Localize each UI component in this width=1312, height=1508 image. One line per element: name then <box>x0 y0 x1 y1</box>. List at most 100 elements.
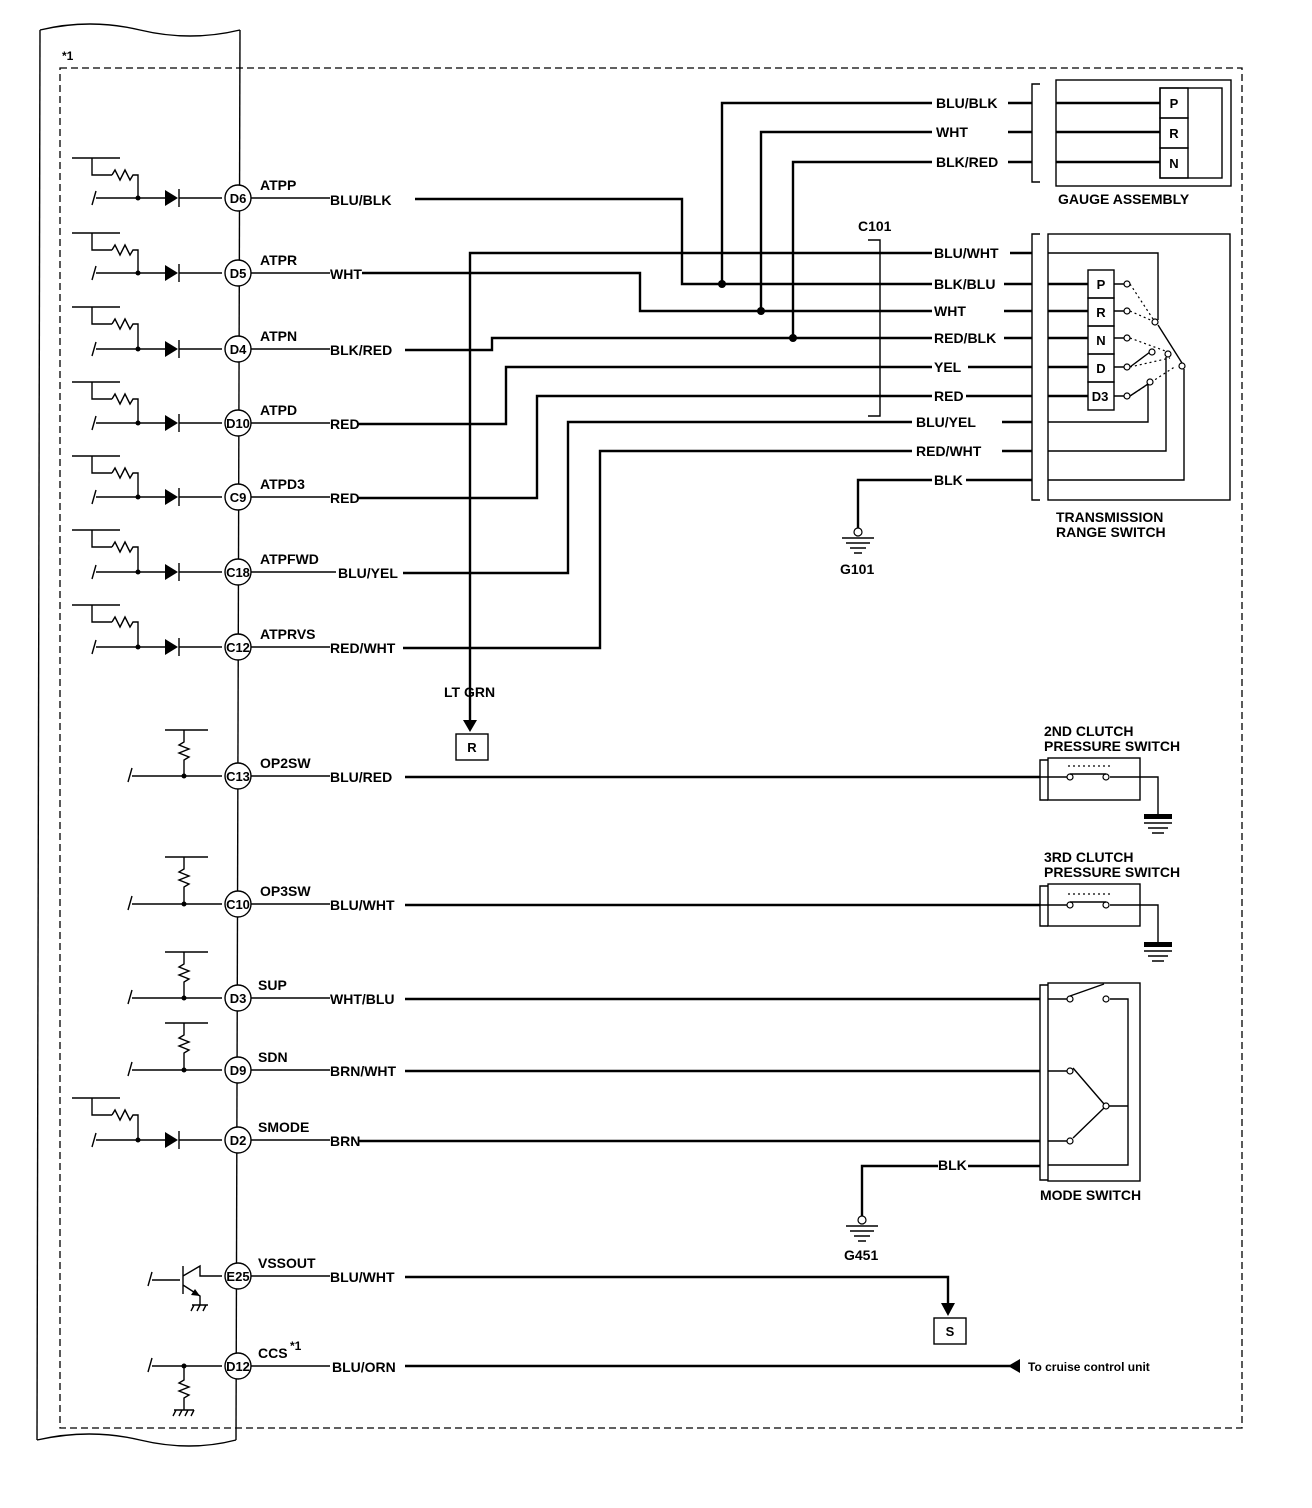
wire-color-label: RED <box>330 490 360 506</box>
wire-color-label: BLU/ORN <box>332 1359 396 1375</box>
position-n: N <box>1169 156 1178 171</box>
gauge-assembly: P R N GAUGE ASSEMBLY <box>1031 79 1232 207</box>
pin-label: D5 <box>230 266 247 281</box>
pin-label: D3 <box>230 991 247 1006</box>
pin-label: D2 <box>230 1133 247 1148</box>
component-label-line2: RANGE SWITCH <box>1056 524 1166 540</box>
ecu-diode-circuit <box>72 604 222 656</box>
wire-color-label: WHT <box>936 124 968 140</box>
ecu-section <box>36 23 241 1447</box>
ecu-pin-e25: E25 VSSOUT BLU/WHT <box>224 1255 395 1290</box>
pin-label: D4 <box>230 342 247 357</box>
ecu-pin-c18: C18 ATPFWD BLU/YEL <box>224 551 398 586</box>
ecu-pin-d12: D12 CCS *1 BLU/ORN <box>224 1339 396 1380</box>
ecu-pin-bus <box>235 29 241 1441</box>
signal-label: OP2SW <box>260 755 311 771</box>
wire-color-label: BLU/YEL <box>338 565 398 581</box>
wire-color-label: BRN <box>330 1133 360 1149</box>
ecu-diode-circuit <box>72 306 222 358</box>
wire-color-label: BLU/BLK <box>936 95 997 111</box>
cruise-label: To cruise control unit <box>1028 1360 1150 1374</box>
ecu-diode-circuit <box>72 232 222 282</box>
note-boundary <box>59 67 1243 1429</box>
connector-label: C101 <box>858 218 892 234</box>
component-label-line1: 3RD CLUTCH <box>1044 849 1133 865</box>
signal-label: SDN <box>258 1049 288 1065</box>
wire-color-label: WHT/BLU <box>330 991 395 1007</box>
signal-label: VSSOUT <box>258 1255 316 1271</box>
position-p: P <box>1097 277 1106 292</box>
mode-switch: MODE SWITCH <box>1039 982 1141 1203</box>
pin-label: C13 <box>226 769 250 784</box>
clutch-pressure-switch-2nd: 2ND CLUTCH PRESSURE SWITCH <box>1039 723 1180 834</box>
component-label-line1: 2ND CLUTCH <box>1044 723 1133 739</box>
component-label: MODE SWITCH <box>1040 1187 1141 1203</box>
ecu-diode-circuit <box>72 455 222 506</box>
link-label: R <box>467 740 477 755</box>
link-label: S <box>946 1324 955 1339</box>
connector-c101: C101 <box>858 218 892 417</box>
cruise-link: To cruise control unit <box>1008 1359 1150 1374</box>
signal-label: ATPN <box>260 328 297 344</box>
signal-label: SUP <box>258 977 287 993</box>
wire-color-label: BLK <box>934 472 963 488</box>
lt-grn-link: LT GRN R <box>444 684 495 761</box>
signal-label: SMODE <box>258 1119 309 1135</box>
wire-color-label: RED/WHT <box>916 443 982 459</box>
ecu-ccs-circuit <box>147 1357 222 1417</box>
ecu-pullup-circuit <box>127 951 222 1005</box>
wire-color-label: BLU/BLK <box>330 192 391 208</box>
component-label-line2: PRESSURE SWITCH <box>1044 864 1180 880</box>
position-r: R <box>1169 126 1179 141</box>
ground-label: G101 <box>840 561 874 577</box>
position-r: R <box>1096 305 1106 320</box>
wire-color-label: RED <box>330 416 360 432</box>
wire-color-label: BLU/WHT <box>934 245 999 261</box>
component-leads <box>966 101 1032 482</box>
ecu-pin-d6: D6 ATPP BLU/BLK <box>224 177 391 212</box>
ecu-note-marker: *1 <box>62 49 74 63</box>
pin-label: C9 <box>230 490 247 505</box>
ecu-pin-d5: D5 ATPR WHT <box>224 252 362 287</box>
trs-wire-labels: BLU/WHT BLK/BLU WHT RED/BLK YEL RED BLU/… <box>916 245 999 488</box>
pin-label: D9 <box>230 1063 247 1078</box>
ecu-diode-circuit <box>72 1097 222 1149</box>
position-d: D <box>1096 361 1105 376</box>
signal-label: ATPD <box>260 402 297 418</box>
ecu-pin-d2: D2 SMODE BRN <box>224 1119 360 1154</box>
clutch-pressure-switch-3rd: 3RD CLUTCH PRESSURE SWITCH <box>1039 849 1180 962</box>
ecu-transistor-circuit <box>147 1264 222 1312</box>
wire-color-label: BRN/WHT <box>330 1063 397 1079</box>
wire-color-label: RED <box>934 388 964 404</box>
signal-label: OP3SW <box>260 883 311 899</box>
pin-label: D10 <box>226 416 250 431</box>
gauge-wire-labels: BLU/BLK WHT BLK/RED <box>936 95 998 170</box>
ecu-top-break <box>39 23 241 37</box>
ecu-left-edge <box>36 29 41 1441</box>
wire-color-label: RED/BLK <box>934 330 996 346</box>
component-label: GAUGE ASSEMBLY <box>1058 191 1190 207</box>
wire-color-label: LT GRN <box>444 684 495 700</box>
signal-label: ATPRVS <box>260 626 316 642</box>
wire-color-label: YEL <box>934 359 962 375</box>
ecu-pin-c13: C13 OP2SW BLU/RED <box>224 755 392 790</box>
pin-label: C18 <box>226 565 250 580</box>
pin-label: D6 <box>230 191 247 206</box>
ecu-diode-circuit <box>72 157 222 207</box>
ecu-diode-circuit <box>72 529 222 581</box>
ecu-pullup-circuit <box>127 856 222 911</box>
wire-color-label: BLU/YEL <box>916 414 976 430</box>
ecu-pin-d3: D3 SUP WHT/BLU <box>224 977 395 1012</box>
wire-color-label: WHT <box>330 266 362 282</box>
wire-color-label: BLU/WHT <box>330 897 395 913</box>
vss-link: S <box>933 1317 967 1345</box>
wire-color-label: BLK/BLU <box>934 276 995 292</box>
pin-label: C12 <box>226 640 250 655</box>
ecu-pullup-circuit <box>127 729 222 783</box>
ecu-pin-d9: D9 SDN BRN/WHT <box>224 1049 397 1084</box>
wire-runs <box>251 101 1040 1368</box>
wire-color-label: BLU/WHT <box>330 1269 395 1285</box>
pin-label: D12 <box>226 1359 250 1374</box>
